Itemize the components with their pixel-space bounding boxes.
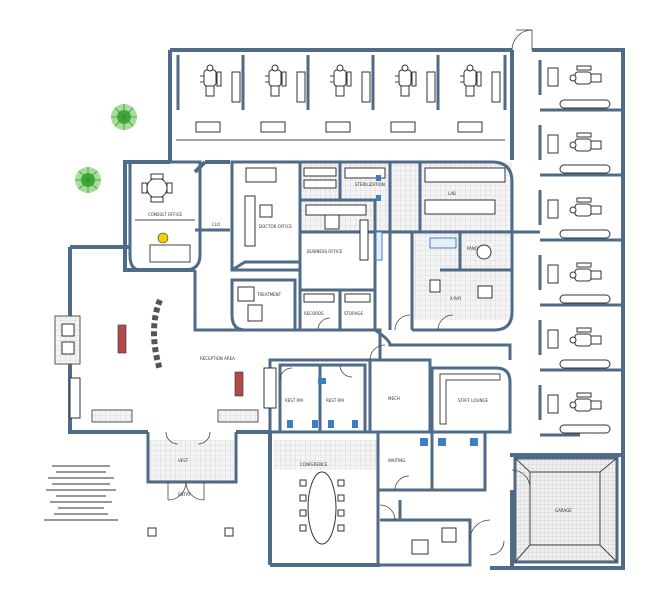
waiting-cluster: WAITING	[376, 430, 487, 492]
garage: GARAGE	[511, 456, 619, 564]
bottom-rooms	[379, 500, 505, 567]
operatories-right	[538, 60, 623, 437]
xray-label: X-RAY	[450, 296, 462, 301]
restroom-1-label: REST RM	[285, 398, 303, 403]
records-label: RECORDS	[304, 311, 324, 316]
treatment-label: TREATMENT	[256, 292, 282, 297]
column-marker	[147, 527, 157, 537]
operatories-top	[176, 55, 507, 141]
reception-label: RECEPTION AREA	[200, 356, 235, 361]
staff-lounge: STAFF LOUNGE	[430, 366, 512, 434]
doctor-office-label: DOCTOR OFFICE	[259, 224, 292, 229]
staff-label: STAFF LOUNGE	[458, 398, 489, 403]
vestibule: VEST ENTRY	[146, 431, 238, 501]
reception: RECEPTION AREA CLO	[54, 222, 382, 432]
conference-label: CONFERENCE	[300, 462, 328, 467]
business-label: BUSINESS OFFICE	[307, 249, 343, 254]
records-storage: RECORDS STORAGE	[298, 288, 377, 332]
entry-label: ENTRY	[178, 492, 191, 497]
storage-label: STORAGE	[344, 311, 364, 316]
conference-tile	[274, 440, 378, 470]
mechanical-label: MECH	[388, 396, 400, 401]
restrooms: REST RM REST RM	[278, 363, 367, 434]
tree-icon	[111, 104, 137, 130]
consult-label: CONSULT OFFICE	[148, 212, 183, 217]
tree-icon	[75, 167, 101, 193]
vestibule-label: VEST	[178, 458, 189, 463]
entry-door	[511, 29, 533, 51]
pano-label: PANO	[467, 246, 478, 251]
waiting-label: WAITING	[388, 458, 405, 463]
lab-label: LAB	[448, 191, 456, 196]
xray-pano: PANO X-RAY	[410, 230, 514, 332]
treatment-room: TREATMENT	[230, 278, 297, 332]
column-marker	[224, 527, 234, 537]
sterilization-label: STERILIZATION	[355, 182, 385, 187]
doctor-office: DOCTOR OFFICE	[230, 160, 302, 272]
closet-label: CLO	[212, 222, 220, 227]
hall-wall	[374, 328, 512, 360]
garage-label: GARAGE	[555, 508, 572, 513]
vestibule-floor	[148, 440, 234, 482]
drawing-notes	[44, 465, 118, 521]
consult-room: CONSULT OFFICE	[128, 160, 202, 272]
restroom-2-label: REST RM	[326, 398, 344, 403]
lab-block: STERILIZATION LAB	[300, 160, 514, 234]
exterior-walls	[68, 48, 625, 570]
